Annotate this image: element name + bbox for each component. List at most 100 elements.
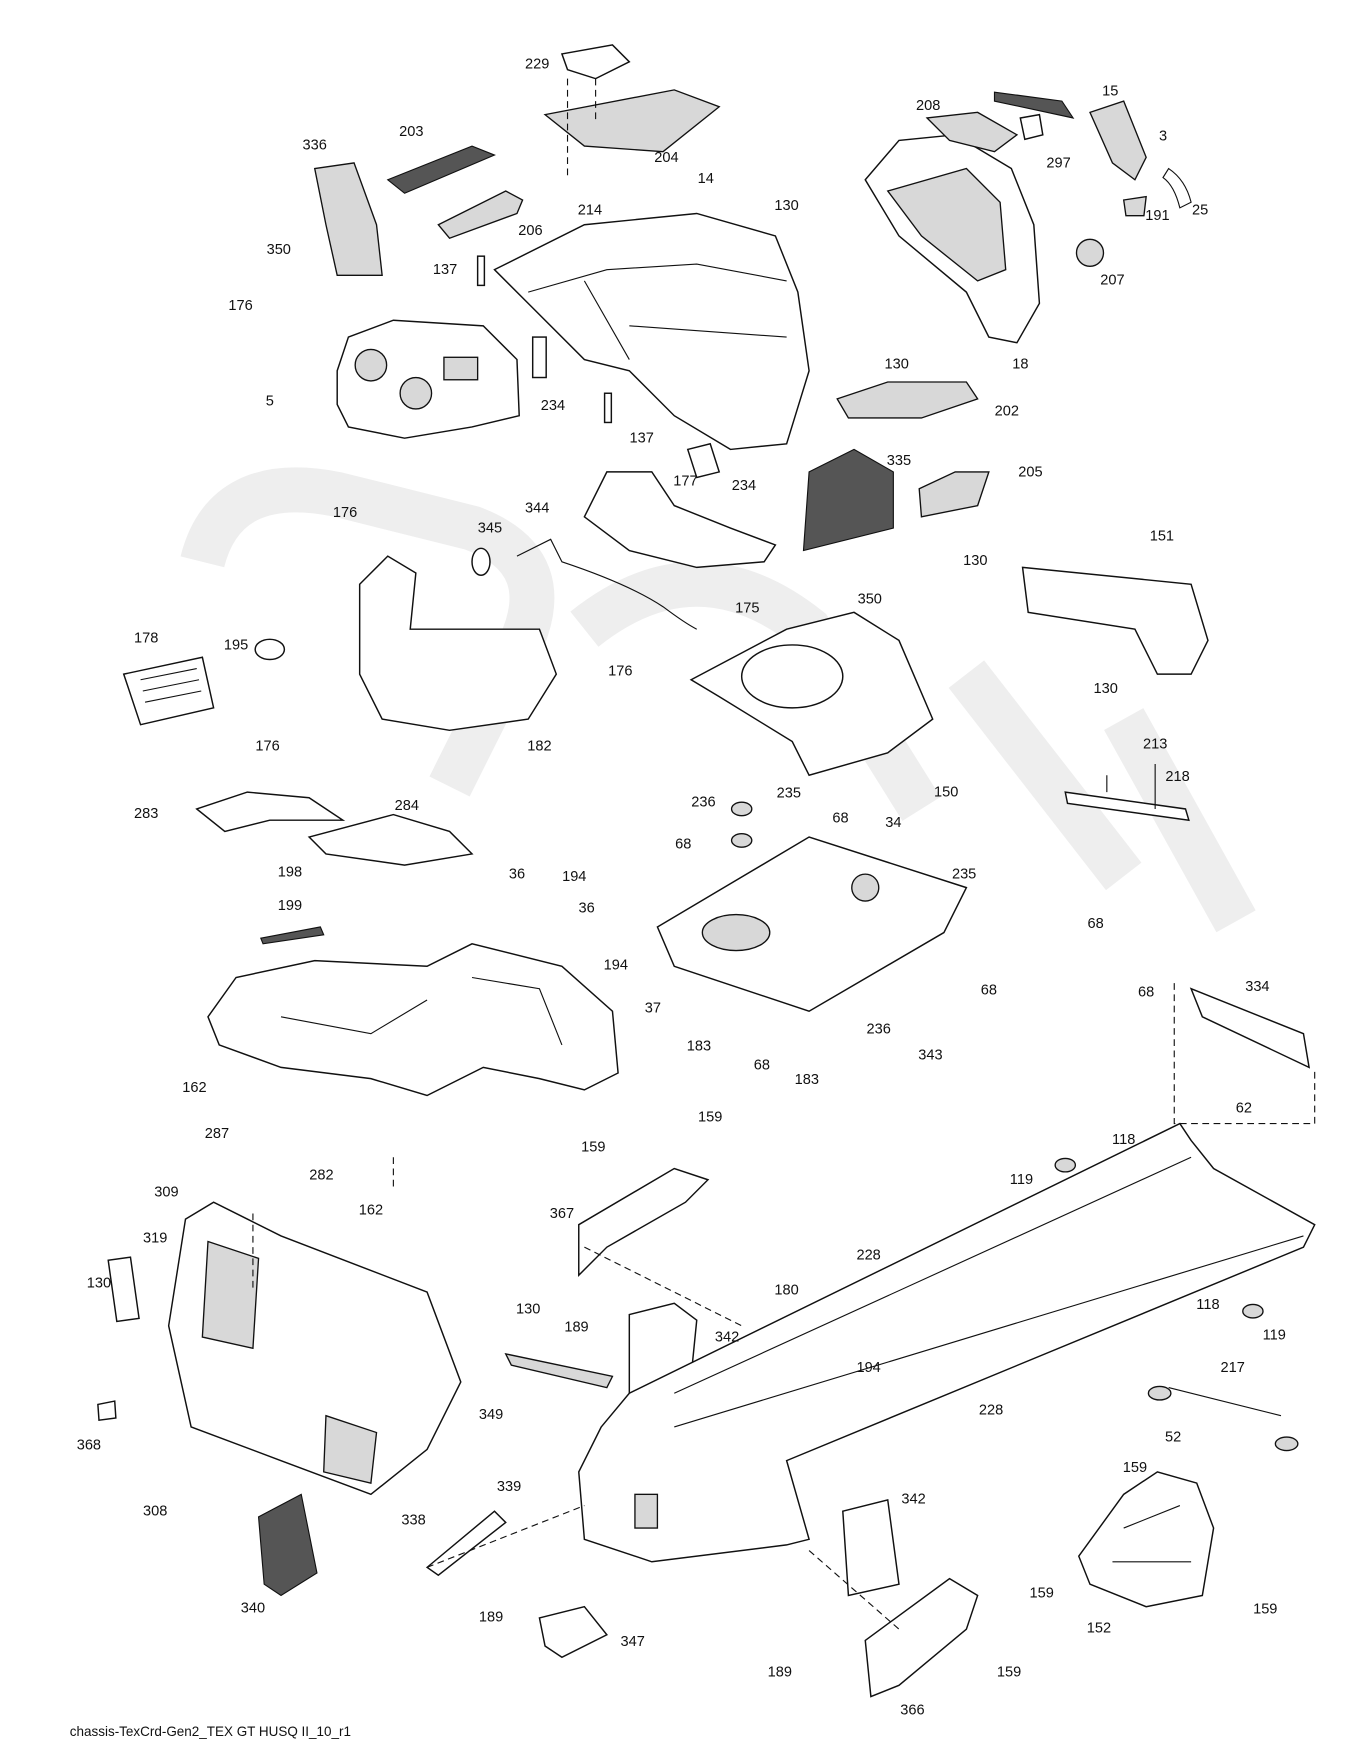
part-label-297: 297 [1046,155,1070,171]
part-label-195: 195 [224,637,248,653]
part-label-202: 202 [995,404,1019,420]
part-34 [656,836,968,1013]
part-208 [925,111,1019,153]
part-52 [1147,1385,1172,1401]
part-label-338: 338 [401,1513,425,1529]
part-151 [1021,566,1209,675]
part-label-183: 183 [795,1072,819,1088]
part-label-177: 177 [673,473,697,489]
part-label-68: 68 [832,810,848,826]
part-label-228: 228 [856,1248,880,1264]
part-label-130: 130 [774,198,798,214]
part-335 [802,448,894,552]
part-347 [538,1605,608,1659]
part-label-36: 36 [579,900,595,916]
part-labels: 2292032041420815297325130191207336214206… [77,57,1286,1719]
part-label-52: 52 [1165,1430,1181,1446]
part-175 [583,471,777,569]
part-label-150: 150 [934,785,958,801]
part-339 [425,1510,507,1577]
part-37 [207,943,619,1097]
part-label-119: 119 [1010,1172,1033,1188]
part-label-349: 349 [479,1407,503,1423]
part-229 [560,44,631,80]
part-label-189: 189 [479,1609,503,1625]
part-label-350: 350 [858,591,882,607]
part-label-236: 236 [691,795,715,811]
part-label-130: 130 [1094,681,1118,697]
part-218 [1064,791,1190,822]
part-178 [122,656,215,726]
part-label-159: 159 [997,1664,1021,1680]
part-label-343: 343 [918,1048,942,1064]
part-label-199: 199 [278,898,302,914]
part-label-62: 62 [1236,1100,1252,1116]
part-label-213: 213 [1143,736,1167,752]
part-label-152: 152 [1087,1621,1111,1637]
part-118 [1054,1157,1077,1173]
part-204 [543,89,721,153]
part-label-345: 345 [478,521,502,537]
part-label-18: 18 [1012,357,1028,373]
part-label-180: 180 [774,1282,798,1298]
part-3 [1089,100,1147,181]
part-206 [437,190,524,239]
part-label-342: 342 [901,1491,925,1507]
part-366 [864,1577,979,1698]
part-label-37: 37 [645,1000,661,1016]
part-label-68: 68 [1087,916,1103,932]
part-344 [516,538,697,630]
part-label-182: 182 [527,739,551,755]
part-label-366: 366 [900,1703,924,1719]
part-label-130: 130 [885,357,909,373]
part-label-36: 36 [509,867,525,883]
part-label-344: 344 [525,500,549,516]
part-label-162: 162 [182,1080,206,1096]
part-label-189: 189 [768,1664,792,1680]
part-5 [336,319,520,439]
diagram-caption: chassis-TexCrd-Gen2_TEX GT HUSQ II_10_r1 [70,1724,351,1739]
part-label-159: 159 [581,1140,605,1156]
part-label-214: 214 [578,203,602,219]
part-label-68: 68 [754,1058,770,1074]
part-152 [1077,1471,1215,1608]
part-label-130: 130 [516,1301,540,1317]
part-label-284: 284 [395,798,419,814]
part-label-340: 340 [241,1600,265,1616]
part-235 [730,801,753,817]
part-label-194: 194 [856,1360,880,1376]
part-label-194: 194 [604,958,628,974]
part-label-207: 207 [1100,272,1124,288]
part-25 [1162,167,1192,209]
part-label-234: 234 [541,398,565,414]
part-label-130: 130 [87,1276,111,1292]
part-label-287: 287 [205,1126,229,1142]
part-label-367: 367 [550,1206,574,1222]
part-label-176: 176 [255,739,279,755]
part-label-308: 308 [143,1504,167,1520]
part-319 [107,1256,140,1323]
part-label-130: 130 [963,553,987,569]
part-236 [730,833,753,848]
part-182 [358,555,558,732]
part-label-235: 235 [777,786,801,802]
part-label-334: 334 [1245,979,1269,995]
part-label-119: 119 [1263,1327,1286,1343]
part-label-335: 335 [887,453,911,469]
part-217 [1168,1387,1282,1417]
part-label-208: 208 [916,98,940,114]
part-368 [97,1400,117,1422]
part-label-205: 205 [1018,464,1042,480]
part-15 [993,91,1075,119]
part-340 [257,1493,318,1597]
watermark [180,467,1256,933]
part-180 [578,1122,1316,1563]
part-label-236: 236 [867,1022,891,1038]
part-label-159: 159 [1123,1460,1147,1476]
part-234 [531,336,547,379]
part-label-228: 228 [979,1403,1003,1419]
part-199 [260,926,325,945]
part-label-34: 34 [885,815,901,831]
part-label-191: 191 [1145,208,1169,224]
